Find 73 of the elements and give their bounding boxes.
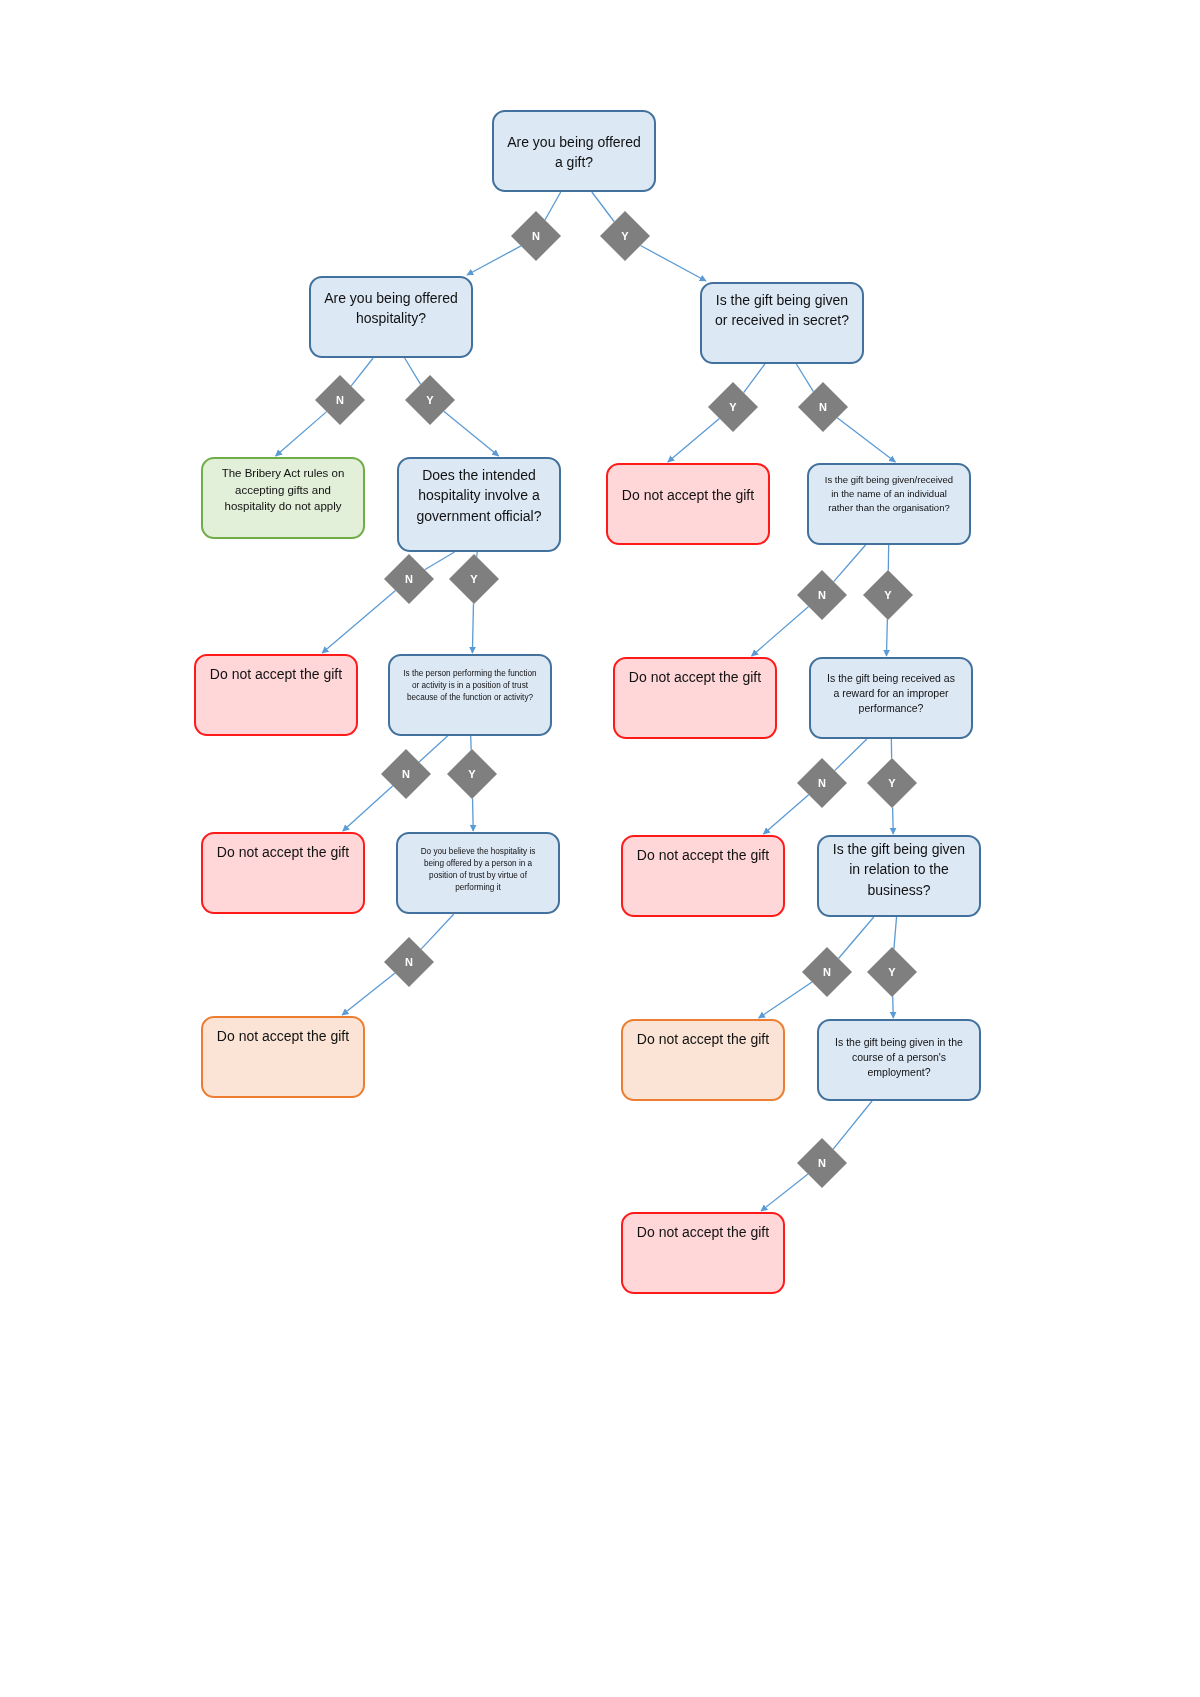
connector-line xyxy=(887,544,890,571)
question-box xyxy=(700,282,864,364)
arrow xyxy=(443,410,500,457)
outcome-box xyxy=(621,835,785,917)
box-text: Do not accept the gift xyxy=(636,1223,770,1242)
question-box xyxy=(817,835,981,917)
question-box xyxy=(492,110,656,192)
connector-line xyxy=(350,357,374,387)
box-text: The Bribery Act rules on accepting gifts and hospitality do not apply xyxy=(220,466,346,515)
connector-line xyxy=(544,191,562,221)
connector-line xyxy=(837,916,875,960)
arrow xyxy=(762,794,810,835)
arrow xyxy=(274,411,328,457)
connector-line xyxy=(420,913,455,950)
box-text: Does the intended hospitality involve a government official? xyxy=(415,466,543,526)
connector-line xyxy=(476,551,478,558)
question-box xyxy=(396,832,560,914)
box-text: Do not accept the gift xyxy=(628,668,762,687)
arrow xyxy=(639,244,707,282)
connector-line xyxy=(404,357,422,386)
arrow xyxy=(667,417,721,463)
box-text: Is the gift being given in the course of a person's employment? xyxy=(834,1035,964,1081)
outcome-box xyxy=(606,463,770,545)
box-text: Do you believe the hospitality is being offered by a person in a position of trust by virtue of performing it xyxy=(419,846,537,894)
arrow xyxy=(883,618,891,657)
question-box xyxy=(817,1019,981,1101)
arrow xyxy=(469,797,477,832)
arrow xyxy=(758,981,813,1019)
arrow xyxy=(342,785,394,832)
arrow xyxy=(469,602,477,654)
connector-line xyxy=(743,363,766,394)
outcome-box xyxy=(201,457,365,539)
question-box xyxy=(397,457,561,552)
outcome-box xyxy=(194,654,358,736)
box-text: Is the gift being given/received in the name of an individual rather than the organisation? xyxy=(823,473,955,515)
question-box xyxy=(807,463,971,545)
box-text: Do not accept the gift xyxy=(636,846,770,865)
connector-line xyxy=(833,738,868,772)
question-box xyxy=(388,654,552,736)
arrow xyxy=(889,806,897,835)
box-text: Is the gift being given or received in secret? xyxy=(714,291,850,331)
box-text: Do not accept the gift xyxy=(209,665,343,684)
connector-line xyxy=(833,544,867,583)
connector-line xyxy=(890,738,893,759)
box-text: Is the gift being given in relation to the business? xyxy=(831,840,967,900)
question-box xyxy=(809,657,973,739)
arrow xyxy=(466,245,522,276)
outcome-box xyxy=(201,1016,365,1098)
box-text: Do not accept the gift xyxy=(216,843,350,862)
box-text: Is the person performing the function or activity is in a position of trust because of the function or activity? xyxy=(402,668,538,704)
box-text: Do not accept the gift xyxy=(216,1027,350,1046)
box-text: Is the gift being received as a reward for an improper performance? xyxy=(826,671,956,717)
connector-line xyxy=(470,735,472,751)
outcome-box xyxy=(621,1019,785,1101)
arrow xyxy=(341,972,396,1016)
arrow xyxy=(760,1173,809,1212)
outcome-box xyxy=(201,832,365,914)
connector-line xyxy=(893,916,898,950)
box-text: Do not accept the gift xyxy=(636,1030,770,1049)
connector-line xyxy=(418,735,449,763)
connector-line xyxy=(591,191,615,223)
arrow xyxy=(321,589,397,654)
box-text: Are you being offered hospitality? xyxy=(323,289,459,329)
box-text: Do not accept the gift xyxy=(621,486,755,505)
outcome-box xyxy=(621,1212,785,1294)
arrow xyxy=(836,417,896,463)
arrow xyxy=(750,605,810,657)
box-text: Are you being offered a gift? xyxy=(506,133,642,173)
outcome-box xyxy=(613,657,777,739)
question-box xyxy=(309,276,473,358)
connector-line xyxy=(795,363,815,393)
connector-line xyxy=(424,551,456,571)
connector-line xyxy=(832,1100,873,1150)
